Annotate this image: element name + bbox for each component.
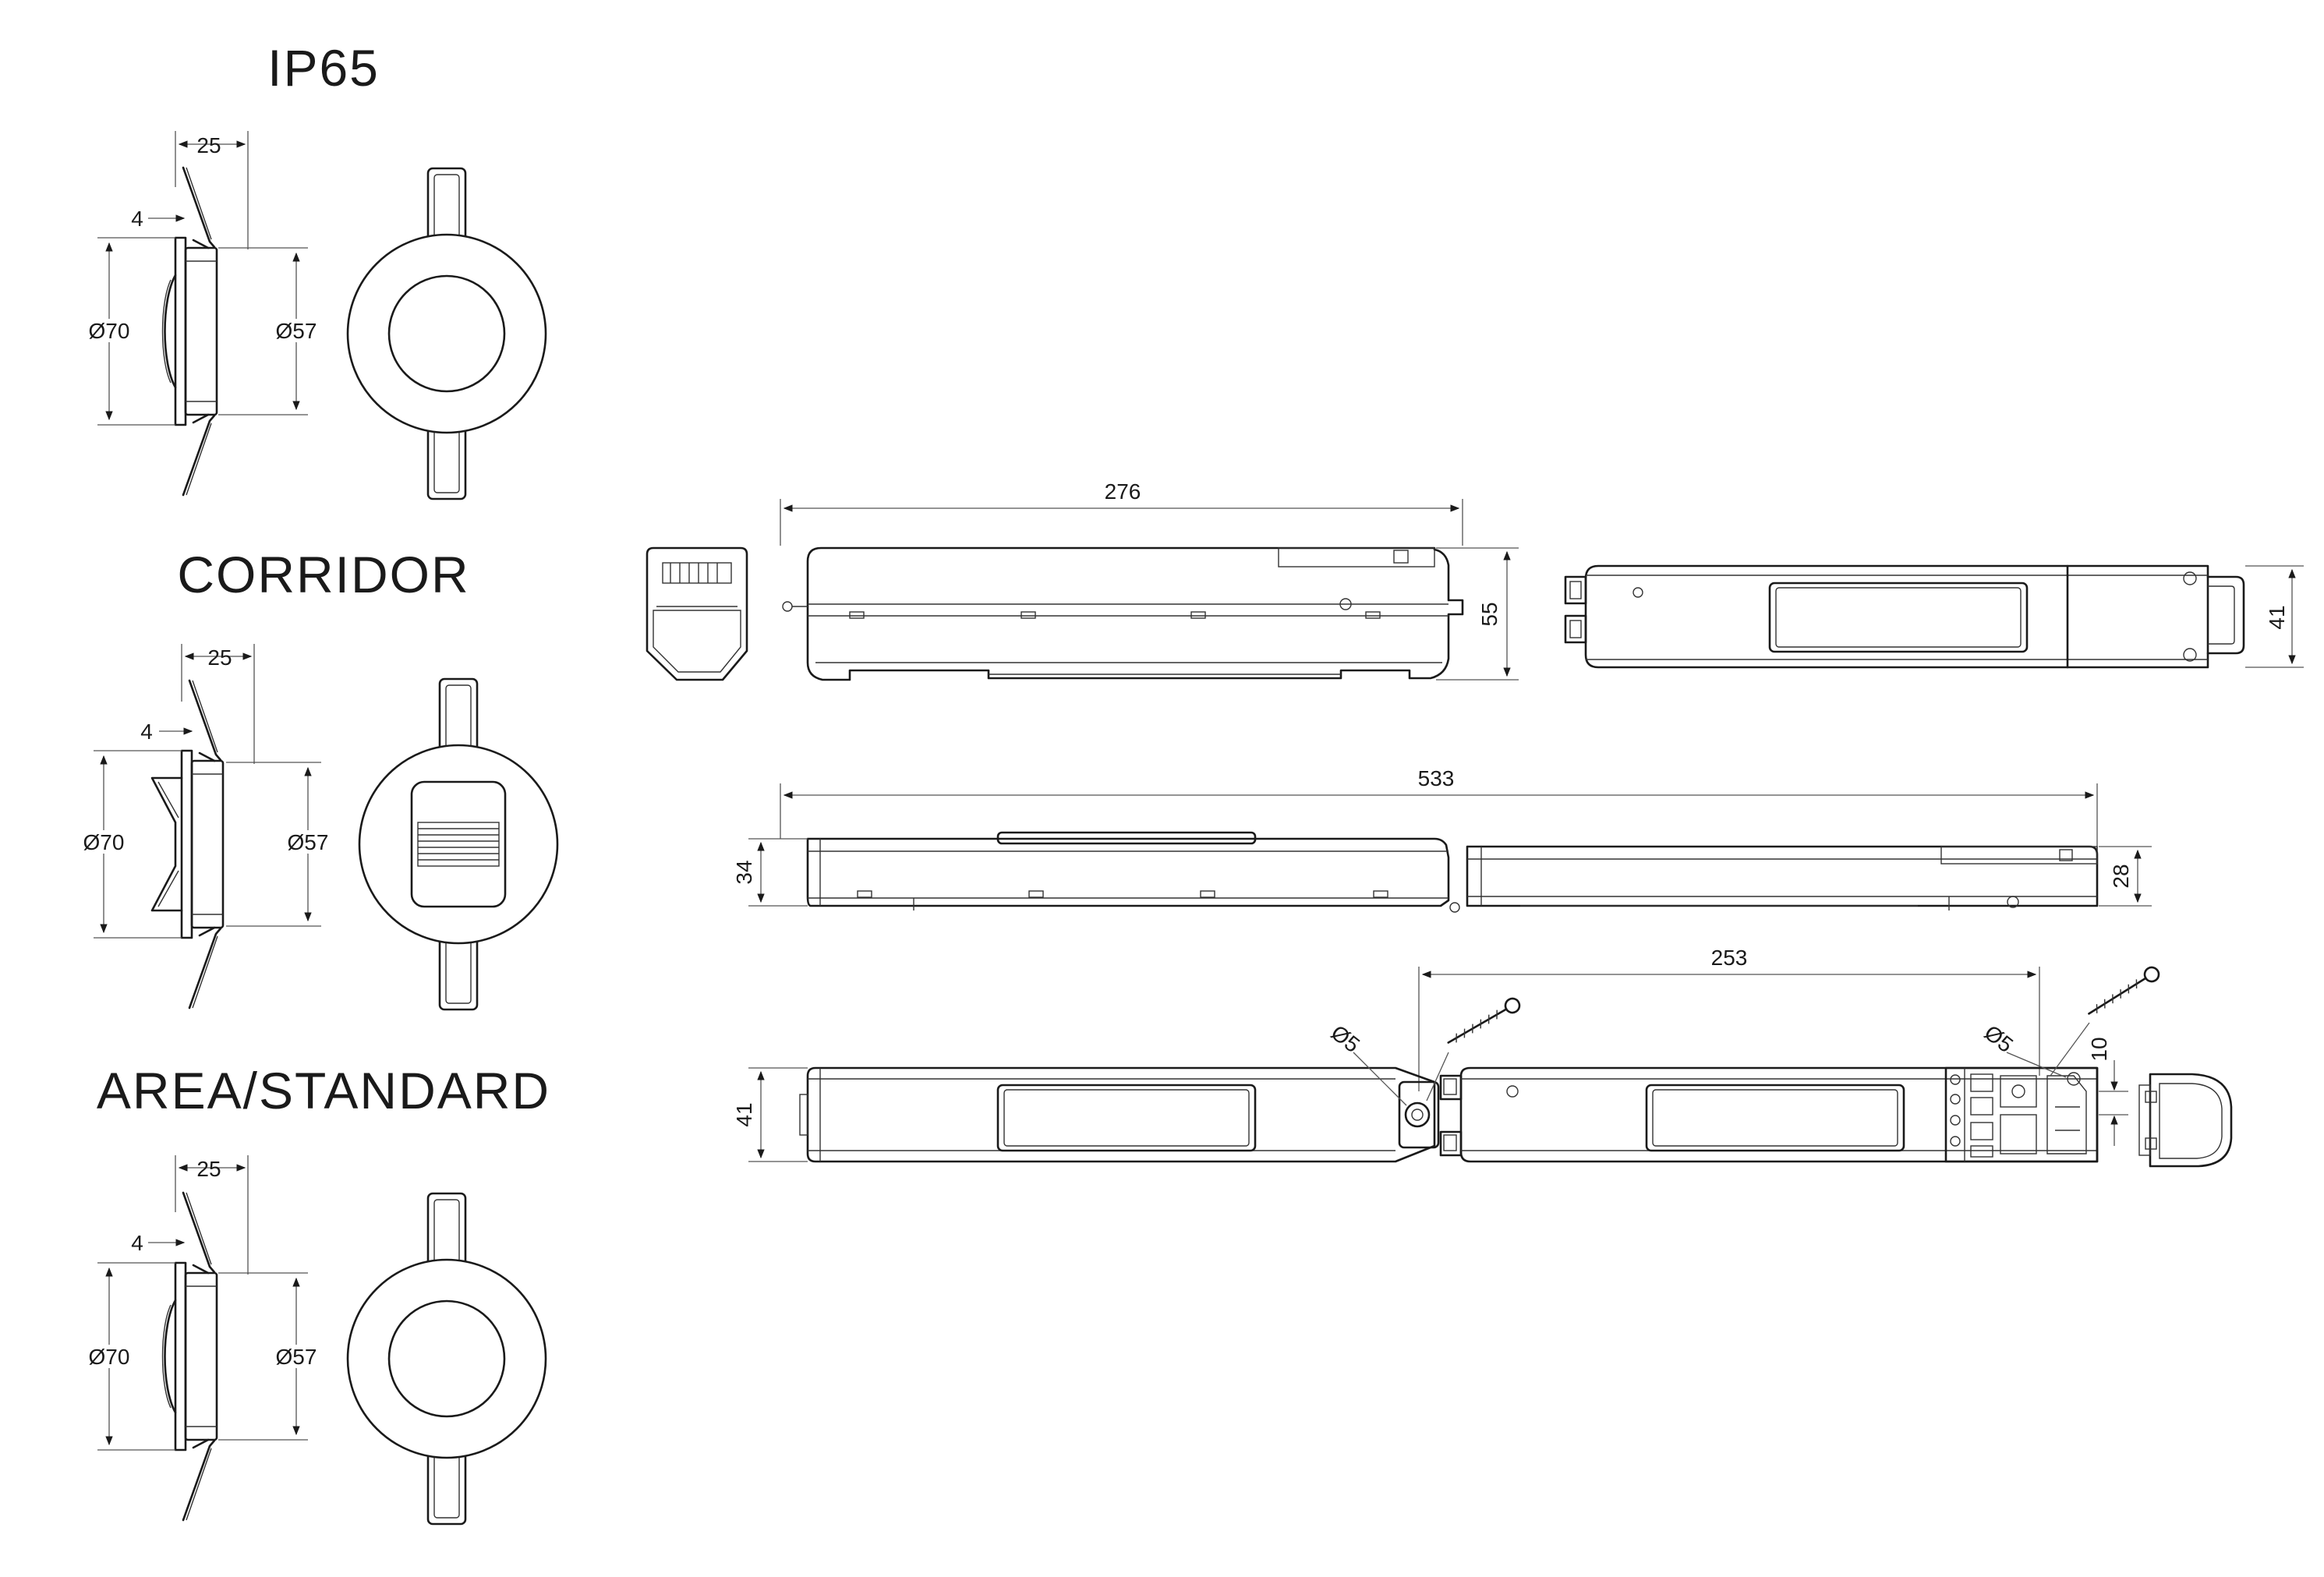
driver-width-41-bottom-label: 41 <box>732 1102 756 1126</box>
ip65-cutout-diameter-label: Ø57 <box>276 319 317 343</box>
driver-plan-view-bottom-left <box>799 1066 1440 1163</box>
driver-height-55-label: 55 <box>1477 602 1502 626</box>
driver-height-34-label: 34 <box>732 860 756 884</box>
driver-side-view-middle <box>806 831 2099 913</box>
corridor-side-view <box>150 679 225 1009</box>
ip65-depth-label: 25 <box>196 133 221 157</box>
corridor-title: CORRIDOR <box>177 546 469 603</box>
ip65-side-view <box>161 166 218 497</box>
fixing-screw-right <box>2088 966 2160 1015</box>
driver-middle-row: 533 34 2 <box>732 766 2152 913</box>
ip65-section: IP65 25 4 Ø70 Ø57 <box>85 39 547 500</box>
hole-diameter-left-label: Ø5 <box>1327 1020 1365 1057</box>
corridor-section: CORRIDOR 25 4 Ø70 Ø57 <box>80 546 559 1011</box>
ip65-title: IP65 <box>267 39 380 97</box>
driver-height-28-label: 28 <box>2109 864 2133 888</box>
driver-fix-253-label: 253 <box>1711 946 1748 970</box>
area-front-view <box>346 1192 547 1526</box>
hole-diameter-right-label: Ø5 <box>1980 1020 2018 1057</box>
area-cutout-diameter-label: Ø57 <box>276 1345 317 1369</box>
gap-10-label: 10 <box>2087 1037 2111 1061</box>
driver-width-41-top-label: 41 <box>2265 605 2289 629</box>
corridor-flange-label: 4 <box>140 720 153 744</box>
end-cap <box>2138 1073 2233 1168</box>
corridor-depth-label: 25 <box>207 645 232 670</box>
area-outer-diameter-label: Ø70 <box>89 1345 130 1369</box>
ip65-front-view <box>346 167 547 500</box>
corridor-outer-diameter-label: Ø70 <box>83 830 125 854</box>
ip65-outer-diameter-label: Ø70 <box>89 319 130 343</box>
driver-plan-view-top <box>1564 564 2245 669</box>
area-flange-label: 4 <box>131 1231 143 1255</box>
area-side-view <box>161 1191 218 1522</box>
ip65-flange-label: 4 <box>131 207 143 231</box>
driver-top-row: 276 55 41 <box>646 479 2304 681</box>
area-depth-label: 25 <box>196 1157 221 1181</box>
driver-plan-view-bottom-right <box>1439 1066 2099 1163</box>
driver-length-533-label: 533 <box>1418 766 1455 790</box>
driver-end-view-left <box>646 546 748 681</box>
driver-length-276-label: 276 <box>1105 479 1141 504</box>
corridor-cutout-diameter-label: Ø57 <box>288 830 329 854</box>
area-section: AREA/STANDARD 25 4 Ø70 Ø57 <box>85 1062 550 1526</box>
area-title: AREA/STANDARD <box>97 1062 550 1119</box>
driver-bottom-row: 253 <box>732 946 2233 1168</box>
driver-side-view-top <box>782 546 1464 681</box>
corridor-front-view <box>358 677 559 1011</box>
fixing-screw-left <box>1447 997 1521 1044</box>
